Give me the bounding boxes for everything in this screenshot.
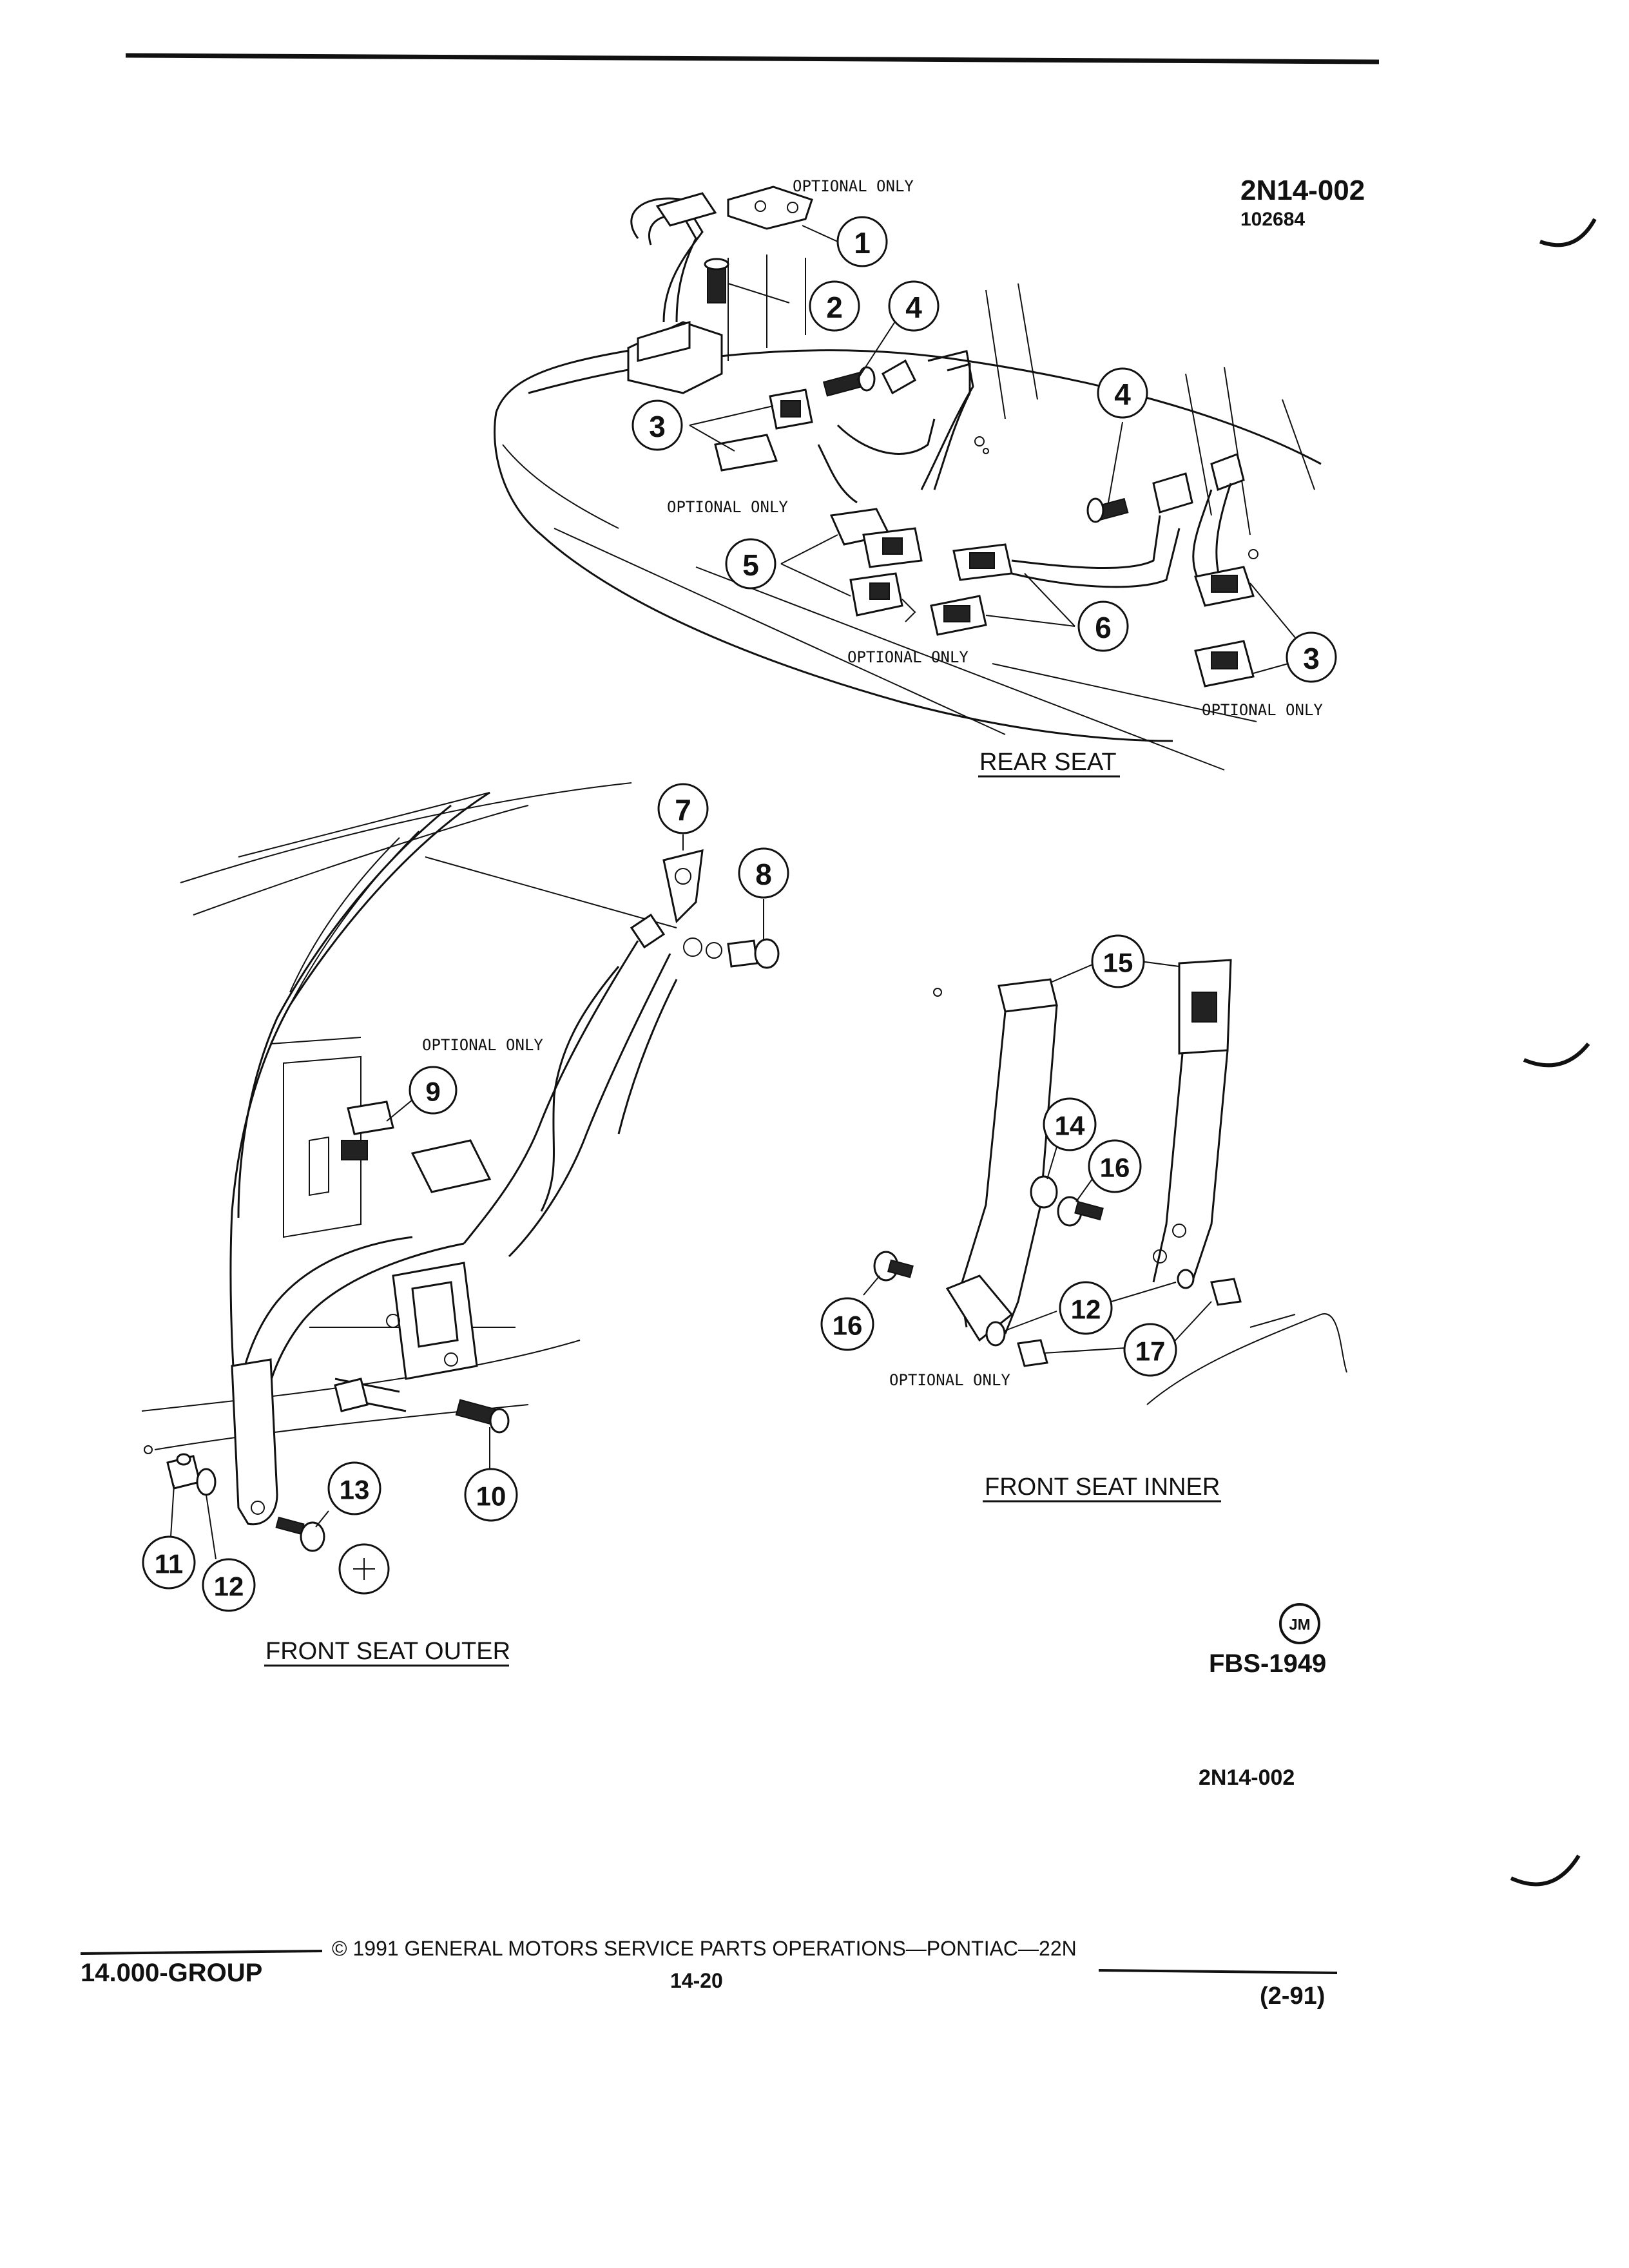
callout-8: 8 (738, 847, 789, 899)
callout-13: 13 (327, 1461, 381, 1515)
figure-ref: 2N14-002 (1199, 1765, 1295, 1790)
optional-label: OPTIONAL ONLY (1202, 701, 1323, 719)
svg-text:12: 12 (214, 1571, 244, 1602)
optional-label: OPTIONAL ONLY (889, 1371, 1010, 1389)
footer-rule-left (80, 1950, 323, 1955)
callout-1: 1 (836, 216, 888, 267)
footer-revision: (2-91) (1260, 1983, 1325, 2010)
rear-seat-illustration (494, 186, 1322, 771)
optional-label: OPTIONAL ONLY (422, 1036, 543, 1054)
svg-text:14: 14 (1055, 1111, 1085, 1141)
svg-text:8: 8 (755, 858, 772, 891)
callout-11: 11 (142, 1535, 196, 1590)
callout-2: 2 (809, 280, 860, 332)
section-title-rear-seat: REAR SEAT (979, 749, 1117, 776)
svg-text:9: 9 (425, 1077, 440, 1107)
callout-3: 3 (631, 399, 683, 451)
figure-code: FBS-1949 (1209, 1649, 1326, 1678)
svg-text:13: 13 (340, 1475, 370, 1505)
optional-label: OPTIONAL ONLY (847, 648, 969, 666)
optional-label: OPTIONAL ONLY (793, 177, 914, 195)
edge-mark (1523, 1043, 1590, 1068)
diagram-code: 2N14-002 (1240, 175, 1365, 206)
callout-15: 15 (1091, 934, 1145, 988)
svg-text:12: 12 (1071, 1294, 1101, 1325)
svg-text:16: 16 (833, 1311, 863, 1341)
diagram-subcode: 102684 (1240, 209, 1305, 230)
optional-label: OPTIONAL ONLY (667, 498, 788, 516)
front-outer-leaders (170, 834, 764, 1560)
svg-text:7: 7 (675, 793, 691, 827)
section-title-front-seat-outer: FRONT SEAT OUTER (265, 1638, 510, 1665)
footer-rule-right (1098, 1969, 1338, 1974)
callout-9: 9 (409, 1066, 458, 1115)
callout-10: 10 (464, 1468, 518, 1522)
svg-text:JM: JM (1289, 1617, 1310, 1634)
footer-copyright: © 1991 GENERAL MOTORS SERVICE PARTS OPER… (332, 1937, 1077, 1960)
svg-text:11: 11 (155, 1549, 183, 1579)
front-seat-inner-illustration (873, 959, 1347, 1405)
callout-7: 7 (657, 783, 709, 834)
callout-12: 12 (1059, 1281, 1113, 1335)
svg-text:5: 5 (742, 548, 759, 582)
front-inner-leaders (863, 961, 1212, 1354)
svg-text:3: 3 (649, 410, 666, 443)
callout-17: 17 (1123, 1323, 1177, 1377)
svg-text:17: 17 (1135, 1336, 1166, 1367)
callout-16: 16 (820, 1297, 874, 1351)
jm-logo: JM (1279, 1603, 1320, 1644)
svg-text:6: 6 (1095, 611, 1112, 644)
callout-5: 5 (725, 538, 776, 590)
svg-text:1: 1 (854, 226, 871, 260)
callout-6: 6 (1077, 601, 1129, 652)
svg-text:10: 10 (476, 1481, 506, 1512)
front-seat-outer-illustration (141, 782, 780, 1595)
top-rule (125, 53, 1380, 64)
callout-12: 12 (202, 1558, 256, 1612)
svg-text:16: 16 (1100, 1153, 1130, 1183)
svg-text:4: 4 (1114, 378, 1131, 411)
edge-mark (1539, 218, 1597, 247)
callout-4: 4 (888, 280, 940, 332)
edge-mark (1510, 1854, 1581, 1887)
callout-14: 14 (1043, 1097, 1097, 1151)
svg-text:3: 3 (1303, 642, 1320, 675)
footer-group: 14.000-GROUP (81, 1959, 262, 1987)
svg-text:4: 4 (905, 291, 922, 324)
rear-seat-leaders (689, 225, 1312, 674)
callout-4: 4 (1097, 367, 1148, 419)
svg-text:15: 15 (1103, 948, 1133, 978)
footer-page: 14-20 (670, 1969, 723, 1992)
section-title-front-seat-inner: FRONT SEAT INNER (985, 1474, 1220, 1501)
callout-16: 16 (1088, 1139, 1142, 1193)
svg-text:2: 2 (826, 291, 843, 324)
callout-3: 3 (1286, 631, 1337, 683)
